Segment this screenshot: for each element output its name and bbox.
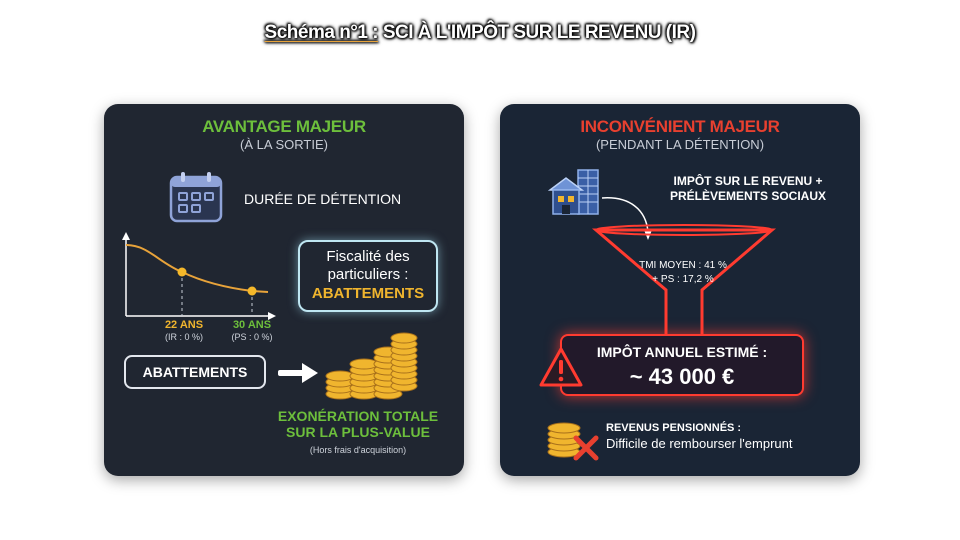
fiscal-highlight: ABATTEMENTS <box>311 285 425 302</box>
pension-label: REVENUS PENSIONNÉS : <box>606 422 742 434</box>
fiscal-box: Fiscalité des particuliers : ABATTEMENTS <box>298 240 438 312</box>
arrow-right-icon <box>278 363 318 383</box>
estimate-box: IMPÔT ANNUEL ESTIMÉ : ~ 43 000 € <box>560 334 804 396</box>
point1-note: (IR : 0 %) <box>164 332 203 342</box>
advantage-heading: AVANTAGE MAJEUR <box>202 117 366 136</box>
building-icon <box>548 169 599 215</box>
holding-duration-curve <box>122 232 276 320</box>
calendar-label: DURÉE DE DÉTENTION <box>244 191 402 207</box>
advantage-panel: AVANTAGE MAJEUR (À LA SORTIE) DURÉE DE D… <box>104 104 464 476</box>
tax-line1: IMPÔT SUR LE REVENU + <box>673 174 823 188</box>
title-prefix: Schéma n°1 : <box>264 22 379 43</box>
exoneration-line2: SUR LA PLUS-VALUE <box>286 424 430 440</box>
funnel-icon <box>591 224 777 340</box>
exoneration-note: (Hors frais d'acquisition) <box>309 445 407 455</box>
tax-line2: PRÉLÈVEMENTS SOCIAUX <box>669 189 827 203</box>
drawback-subheading: (PENDANT LA DÉTENTION) <box>595 137 765 152</box>
drawback-heading: INCONVÉNIENT MAJEUR <box>580 117 780 136</box>
coins-stack-icon <box>325 332 418 400</box>
drawback-panel: INCONVÉNIENT MAJEUR (PENDANT LA DÉTENTIO… <box>500 104 860 476</box>
fiscal-line2: particuliers : <box>327 266 409 283</box>
warning-icon <box>539 347 583 387</box>
pension-coins-icon <box>547 422 581 458</box>
advantage-subheading: (À LA SORTIE) <box>240 137 328 152</box>
estimate-value: ~ 43 000 € <box>629 364 735 389</box>
point1-years: 22 ANS <box>164 319 204 331</box>
curve-point-30 <box>247 286 257 296</box>
curve-point-22 <box>177 267 187 277</box>
title-text: SCI À L'IMPÔT SUR LE REVENU (IR) <box>382 22 696 43</box>
point2-note: (PS : 0 %) <box>231 332 273 342</box>
diagram-title: Schéma n°1 : SCI À L'IMPÔT SUR LE REVENU… <box>0 22 960 44</box>
abatements-button: ABATTEMENTS <box>124 355 266 389</box>
funnel-line1: TMI MOYEN : 41 % <box>639 260 727 271</box>
funnel-line2: + PS : 17,2 % <box>652 274 714 285</box>
fiscal-line1: Fiscalité des <box>326 248 410 265</box>
pension-text: Difficile de rembourser l'emprunt <box>606 436 793 451</box>
calendar-icon <box>169 172 223 223</box>
cross-icon <box>573 435 599 461</box>
estimate-label: IMPÔT ANNUEL ESTIMÉ : <box>596 344 768 360</box>
exoneration-line1: EXONÉRATION TOTALE <box>277 408 439 424</box>
point2-years: 30 ANS <box>232 319 272 331</box>
